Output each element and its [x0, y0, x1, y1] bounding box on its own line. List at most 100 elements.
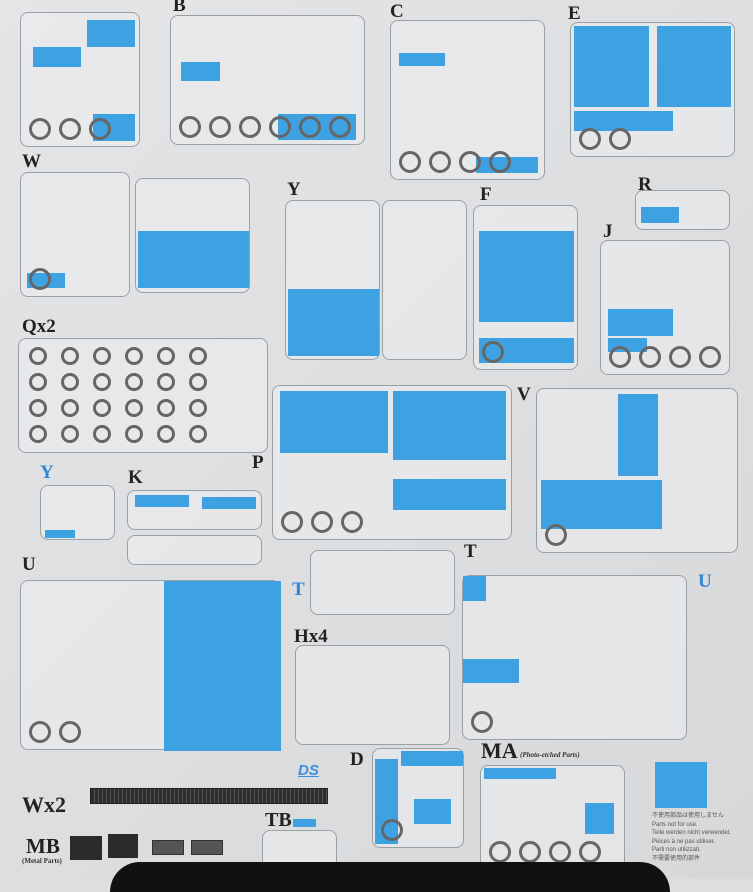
wheel-part: [61, 399, 79, 417]
metal-part-3: [152, 840, 184, 855]
wheel-part: [29, 425, 47, 443]
wheel-part: [579, 128, 601, 150]
wheel-part: [639, 346, 661, 368]
highlighted-parts: [607, 308, 673, 336]
wheel-part: [281, 511, 303, 533]
sprue-c: [390, 20, 545, 180]
highlighted-parts: [293, 819, 316, 827]
highlighted-parts: [400, 751, 464, 766]
wheel-part: [311, 511, 333, 533]
sprue-k2: [127, 535, 262, 565]
wheel-part: [189, 373, 207, 391]
wheel-part: [669, 346, 691, 368]
sprue-ma: [480, 765, 625, 870]
sprue-v: [536, 388, 738, 553]
highlighted-parts: [33, 46, 81, 67]
ds-logo: DS: [298, 762, 319, 779]
wheel-part: [489, 841, 511, 863]
wheel-part: [125, 347, 143, 365]
sprue-y2: [382, 200, 467, 360]
highlighted-parts: [585, 802, 615, 835]
wheel-part: [519, 841, 541, 863]
sprue-label-y-blue: Y: [40, 462, 54, 483]
highlighted-parts: [287, 289, 380, 357]
sprue-t1: [310, 550, 455, 615]
highlighted-parts: [180, 61, 220, 81]
mb-sublabel: (Metal Parts): [22, 857, 62, 865]
bottom-shadow: [110, 862, 670, 892]
wheel-part: [61, 373, 79, 391]
sprue-label-d: D: [350, 749, 364, 770]
notice-line: Pièces à ne pas utiliser.: [652, 838, 716, 845]
sprue-t: [462, 575, 687, 740]
highlighted-parts: [398, 53, 446, 66]
ma-sublabel: (Photo-etched Parts): [520, 751, 580, 759]
highlighted-parts: [656, 25, 732, 107]
sprue-label-f: F: [480, 184, 492, 205]
wheel-part: [489, 151, 511, 173]
highlighted-parts: [617, 393, 659, 477]
notice-line: Parti non utilizzati.: [652, 847, 701, 853]
highlighted-parts: [574, 25, 649, 107]
wheel-part: [157, 347, 175, 365]
sprue-label-tb: TB: [265, 809, 292, 831]
wheel-part: [125, 399, 143, 417]
highlighted-parts: [134, 495, 189, 507]
wheel-part: [29, 347, 47, 365]
wheel-part: [699, 346, 721, 368]
metal-part-1: [70, 836, 102, 860]
metal-part-4: [191, 840, 223, 855]
wheel-part: [399, 151, 421, 173]
sprue-label-ma: MA: [481, 738, 518, 763]
sprue-e: [570, 22, 735, 157]
wheel-part: [125, 425, 143, 443]
sprue-label-e: E: [568, 3, 581, 24]
wheel-part: [157, 425, 175, 443]
sprue-d: [372, 748, 464, 848]
wheel-part: [239, 116, 261, 138]
sprue-label-k: K: [128, 467, 143, 488]
wheel-part: [29, 118, 51, 140]
wheel-part: [29, 373, 47, 391]
wheel-part: [429, 151, 451, 173]
wheel-part: [29, 268, 51, 290]
highlighted-parts: [87, 19, 135, 47]
highlighted-parts: [138, 230, 249, 289]
highlighted-parts: [44, 530, 75, 539]
wheel-part: [157, 373, 175, 391]
wheel-part: [61, 347, 79, 365]
highlighted-parts: [393, 479, 506, 510]
notice-line: 不需要使用的部件: [652, 855, 701, 862]
sprue-label-r: R: [638, 174, 652, 195]
wheel-part: [549, 841, 571, 863]
sprue-y3: [40, 485, 115, 540]
wheel-part: [179, 116, 201, 138]
sprue-q: [18, 338, 268, 453]
sprue-label-v: V: [517, 384, 531, 405]
sprue-label-j: J: [603, 221, 613, 242]
sprue-h: [295, 645, 450, 745]
highlighted-parts: [393, 390, 506, 461]
wheel-part: [157, 399, 175, 417]
sprue-label-t-blue: T: [292, 579, 305, 600]
sprue-w1: [20, 172, 130, 297]
sprue-label-u: U: [22, 554, 36, 575]
highlighted-parts: [479, 230, 574, 322]
highlighted-parts: [574, 110, 674, 131]
wheel-part: [381, 819, 403, 841]
wheel-part: [93, 399, 111, 417]
sprue-label-t: T: [464, 541, 477, 562]
notice-line: Teile werden nicht verwendet.: [652, 830, 732, 836]
wheel-part: [471, 711, 493, 733]
sprue-label-mb: MB: [26, 834, 60, 858]
notice-line: Parts not for use.: [652, 821, 698, 828]
color-swatch: [655, 762, 707, 808]
track-link-strip: [90, 788, 328, 804]
wheel-part: [609, 346, 631, 368]
highlighted-parts: [280, 390, 389, 453]
wheel-part: [579, 841, 601, 863]
highlighted-parts: [640, 207, 679, 223]
wheel-part: [459, 151, 481, 173]
wheel-part: [609, 128, 631, 150]
highlighted-parts: [541, 479, 663, 530]
